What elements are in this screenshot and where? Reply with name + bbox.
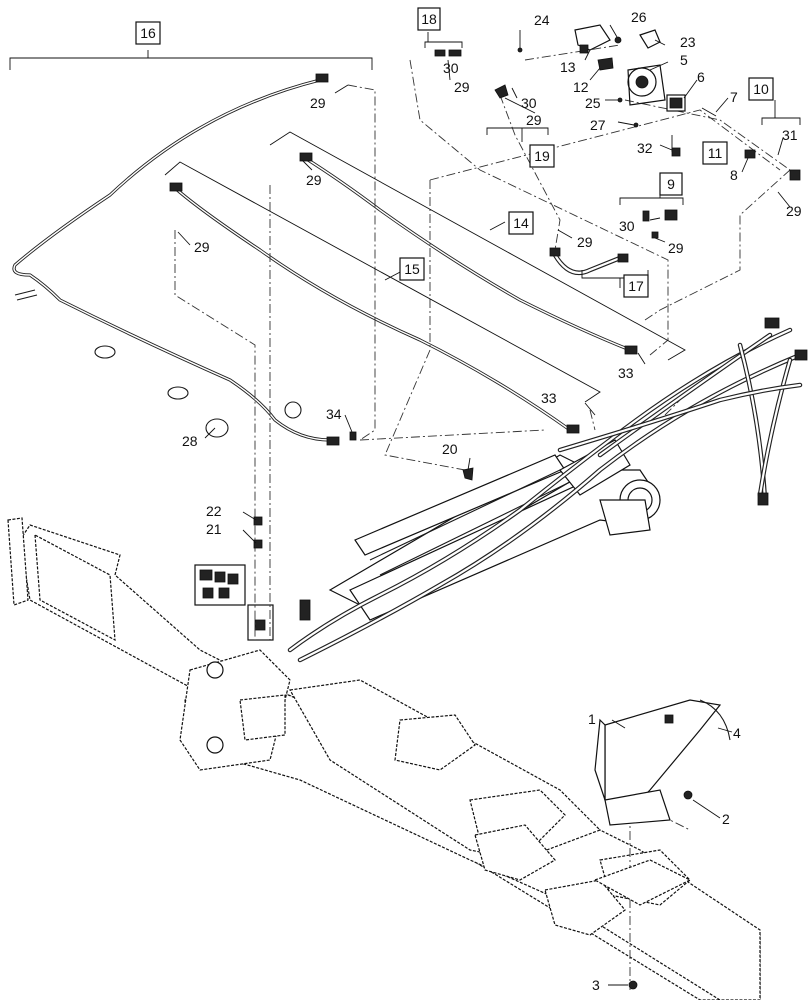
callout-32: 32: [637, 140, 653, 156]
callout-29: 29: [526, 112, 542, 128]
callout-30: 30: [521, 95, 537, 111]
callout-12: 12: [573, 79, 589, 95]
callout-8: 8: [730, 167, 738, 183]
callout-30: 30: [619, 218, 635, 234]
callout-1: 1: [588, 711, 596, 727]
callout-29: 29: [786, 203, 802, 219]
mount-bracket: [593, 699, 731, 990]
callout-5: 5: [680, 52, 688, 68]
main-frame-assembly: [7, 317, 808, 1000]
callout-4: 4: [733, 725, 741, 741]
callout-29: 29: [577, 234, 593, 250]
tube-14: [299, 152, 638, 355]
callout-29: 29: [306, 172, 322, 188]
phantom-lines: [174, 44, 791, 990]
callout-28: 28: [182, 433, 198, 449]
callout-7: 7: [730, 89, 738, 105]
callout-34: 34: [326, 406, 342, 422]
tube-15: [169, 182, 580, 434]
callout-box-10: 10: [753, 81, 769, 97]
callout-box-18: 18: [421, 11, 437, 27]
callout-33: 33: [618, 365, 634, 381]
callout-box-15: 15: [404, 261, 420, 277]
callout-labels: 29 29 29 29 29 29 29 29 30 30 30 24 26 2…: [182, 9, 802, 993]
callout-33: 33: [541, 390, 557, 406]
boxed-callouts: 16 18 10 19 11 9 14 15 17: [135, 7, 774, 298]
callout-6: 6: [697, 69, 705, 85]
callout-30: 30: [443, 60, 459, 76]
callout-box-17: 17: [628, 278, 644, 294]
callout-box-11: 11: [708, 145, 723, 161]
tube-16: [12, 73, 340, 446]
callout-box-19: 19: [534, 148, 550, 164]
callout-29: 29: [194, 239, 210, 255]
callout-box-9: 9: [667, 176, 675, 192]
small-parts: [253, 24, 801, 549]
callout-3: 3: [592, 977, 600, 993]
callout-23: 23: [680, 34, 696, 50]
callout-31: 31: [782, 127, 798, 143]
hose-17: [549, 247, 629, 276]
callout-2: 2: [722, 811, 730, 827]
callout-21: 21: [206, 521, 222, 537]
callout-24: 24: [534, 12, 550, 28]
clamps: [94, 345, 302, 438]
callout-20: 20: [442, 441, 458, 457]
group-indicators: [9, 32, 801, 288]
leader-lines: [177, 24, 791, 986]
callout-29: 29: [668, 240, 684, 256]
callout-22: 22: [206, 503, 222, 519]
callout-25: 25: [585, 95, 601, 111]
callout-box-16: 16: [140, 25, 156, 41]
callout-26: 26: [631, 9, 647, 25]
valve-block: [194, 564, 274, 641]
callout-29: 29: [454, 79, 470, 95]
callout-box-14: 14: [513, 215, 529, 231]
callout-27: 27: [590, 117, 606, 133]
callout-13: 13: [560, 59, 576, 75]
callout-29: 29: [310, 95, 326, 111]
